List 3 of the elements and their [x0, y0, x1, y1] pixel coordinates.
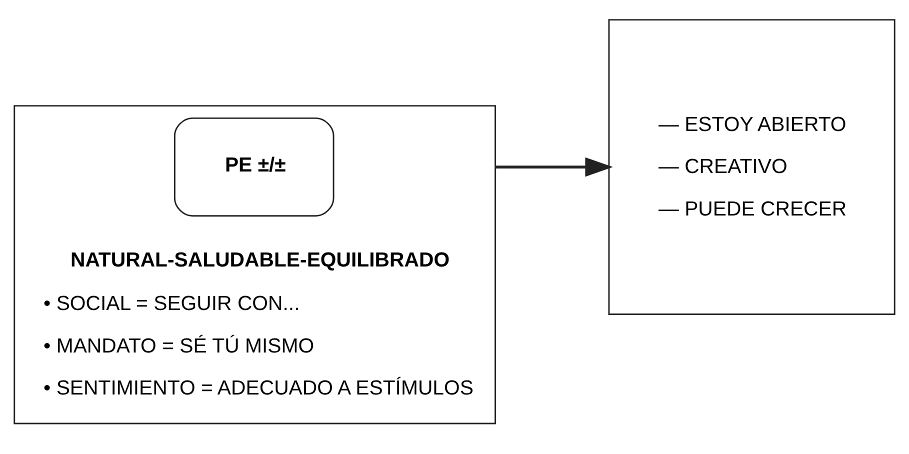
node-box: PE ±/±: [174, 116, 334, 216]
node-box: — ESTOY ABIERTO — CREATIVO — PUEDE CRECER: [608, 18, 896, 314]
arrow: [495, 156, 613, 176]
